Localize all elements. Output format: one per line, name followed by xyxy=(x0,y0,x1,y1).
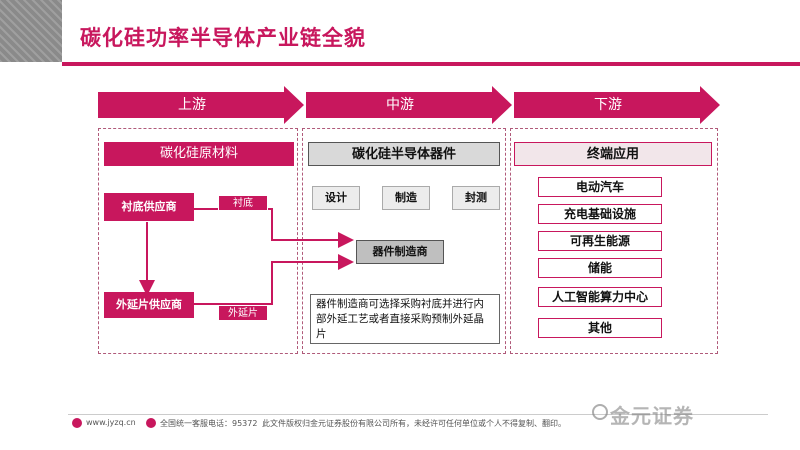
stage-arrow-shape xyxy=(98,86,304,124)
manufacturer-note: 器件制造商可选择采购衬底并进行内部外延工艺或者直接采购预制外延晶片 xyxy=(310,294,500,344)
footer-rule xyxy=(68,414,768,415)
application-item: 人工智能算力中心 xyxy=(538,287,662,307)
substrate-tag: 衬底 xyxy=(218,195,268,211)
application-item: 可再生能源 xyxy=(538,231,662,251)
midstream-header: 碳化硅半导体器件 xyxy=(308,142,500,166)
downstream-header: 终端应用 xyxy=(514,142,712,166)
stage-downstream: 下游 xyxy=(514,86,720,124)
footer-hotline: 全国统一客服电话：95372 xyxy=(160,419,258,428)
footer-copyright: 此文件版权归金元证券股份有限公司所有，未经许可任何单位或个人不得复制、翻印。 xyxy=(262,419,566,428)
stage-arrow-shape xyxy=(306,86,512,124)
step-manufacturing: 制造 xyxy=(382,186,430,210)
upstream-header: 碳化硅原材料 xyxy=(104,142,294,166)
stage-upstream-label: 上游 xyxy=(178,97,206,113)
application-item: 电动汽车 xyxy=(538,177,662,197)
substrate-supplier-box: 衬底供应商 xyxy=(104,193,194,221)
stage-downstream-label: 下游 xyxy=(594,97,622,113)
downstream-container xyxy=(510,128,718,354)
epi-supplier-box: 外延片供应商 xyxy=(104,292,194,318)
footer-website: www.jyzq.cn xyxy=(86,418,136,427)
step-design: 设计 xyxy=(312,186,360,210)
title-bar xyxy=(62,0,800,62)
epi-tag: 外延片 xyxy=(218,305,268,321)
application-item: 储能 xyxy=(538,258,662,278)
title-rule xyxy=(62,62,800,66)
epi-to-manufacturer-arrow xyxy=(194,254,354,305)
stage-midstream: 中游 xyxy=(306,86,512,124)
substrate-to-manufacturer-arrow xyxy=(194,208,354,248)
corner-decoration xyxy=(0,0,62,62)
device-manufacturer-box: 器件制造商 xyxy=(356,240,444,264)
stage-arrow-shape xyxy=(514,86,720,124)
application-item: 充电基础设施 xyxy=(538,204,662,224)
application-item: 其他 xyxy=(538,318,662,338)
watermark-logo-icon xyxy=(592,404,608,420)
globe-icon xyxy=(72,418,82,428)
watermark: 金元证券 xyxy=(610,404,694,428)
page-title: 碳化硅功率半导体产业链全貌 xyxy=(80,26,366,50)
phone-icon xyxy=(146,418,156,428)
stage-midstream-label: 中游 xyxy=(386,97,414,113)
step-packaging-testing: 封测 xyxy=(452,186,500,210)
stage-upstream: 上游 xyxy=(98,86,304,124)
